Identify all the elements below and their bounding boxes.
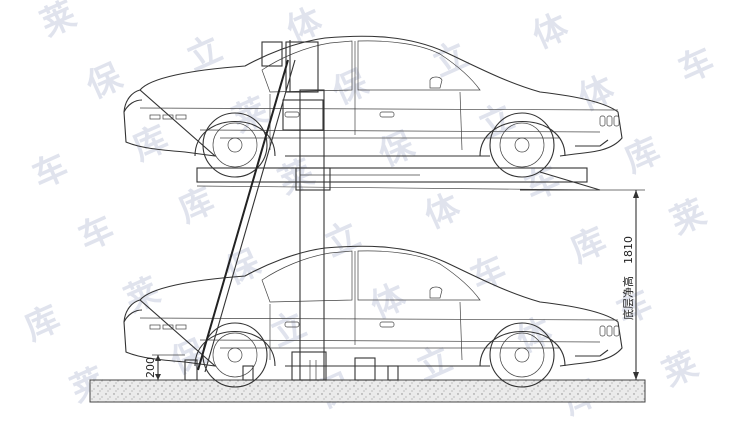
ground-height-dimension: 200: [144, 354, 185, 381]
ground-slab: [89, 379, 646, 403]
anchor-block: [242, 365, 254, 381]
upper-car: [123, 35, 623, 178]
lift-cable: [197, 59, 289, 371]
clearance-label: 底层净高: [621, 276, 635, 320]
clearance-value: 1810: [622, 236, 635, 264]
anchor-block: [184, 359, 198, 381]
clearance-dimension: 底层净高 1810: [560, 189, 645, 381]
ground-height-value: 200: [144, 357, 157, 378]
anchor-block: [387, 365, 399, 381]
lift-post: [261, 40, 376, 381]
